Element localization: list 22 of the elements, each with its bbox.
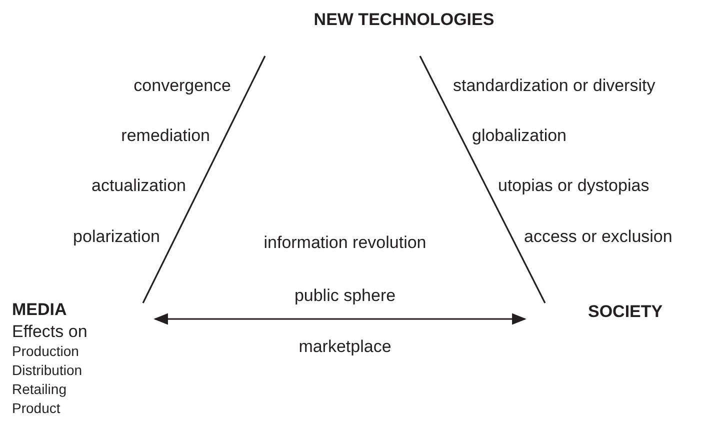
text-label: polarization [73, 226, 160, 248]
list-item: Retailing [12, 380, 66, 399]
text-label: convergence [134, 75, 231, 97]
connector-line [419, 56, 546, 304]
list-item: Production [12, 342, 79, 361]
node-title: MEDIA [12, 299, 67, 321]
text-label: marketplace [298, 336, 392, 358]
double-arrow [154, 313, 526, 325]
connector-line [142, 56, 266, 304]
node-subtitle: Effects on [12, 322, 88, 342]
text-label: public sphere [294, 285, 396, 307]
list-item: Product [12, 399, 60, 418]
text-label: information revolution [264, 232, 426, 254]
text-label: utopias or dystopias [498, 175, 650, 197]
text-label: actualization [91, 175, 186, 197]
text-label: globalization [472, 125, 567, 147]
text-label: remediation [121, 125, 210, 147]
text-label: standardization or diversity [453, 75, 656, 97]
list-item: Distribution [12, 361, 82, 380]
node-title: NEW TECHNOLOGIES [314, 9, 494, 31]
node-title: SOCIETY [588, 301, 663, 323]
text-label: access or exclusion [524, 226, 672, 248]
